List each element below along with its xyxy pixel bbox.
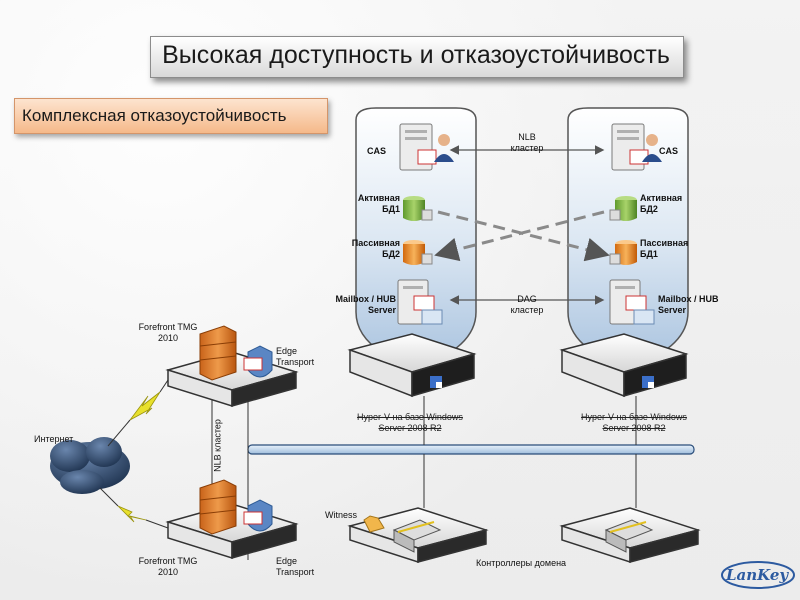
title-banner [150,36,684,78]
active-db2-label: Активная БД2 [640,193,683,214]
logo-swoosh [721,561,795,589]
mailbox-server-left-icon [397,279,443,325]
firewall-top-icon [199,325,237,381]
passive-db2-label: Пассивная БД2 [351,238,400,259]
passive-db1-icon [609,240,637,265]
cas-server-left-icon [399,123,454,171]
edge-top-label: Edge Transport [276,346,315,367]
firewall-bottom-icon [199,479,237,535]
wan-link-bottom [99,487,119,507]
wan-link-top-2 [159,379,169,393]
hyperv-host-right-icon [559,333,689,398]
passive-db1-label: Пассивная БД1 [640,238,689,259]
network-bus [247,444,695,455]
lankey-logo: LanKey [726,566,789,584]
active-db2-icon [609,196,637,221]
passive-db2-icon [403,240,433,265]
mailbox-server-right-icon [609,279,655,325]
lightning-bottom-icon [117,505,147,523]
witness-folder-icon [363,515,385,533]
witness-label: Witness [325,510,358,520]
cas-right-label: CAS [659,146,679,156]
cas-left-label: CAS [367,146,387,156]
witness-server-icon [347,507,489,564]
domain-controllers-label: Контроллеры домена [476,558,567,568]
slide-subtitle: Комплексная отказоустойчивость [22,106,287,125]
edge-bottom-label: Edge Transport [276,556,315,577]
cas-server-right-icon [611,123,662,171]
mailbox-left-label: Mailbox / HUB Server [335,294,396,315]
edge-shield-bottom-icon [243,499,273,532]
nlb-top-label: NLB кластер [510,132,544,153]
wan-link-bottom-2 [145,519,169,529]
active-db1-icon [403,196,433,221]
internet-label: Интернет [34,434,74,444]
mailbox-right-label: Mailbox / HUB Server [658,294,719,315]
tmg-bottom-label: Forefront TMG 2010 [138,556,198,577]
dag-label: DAG кластер [510,294,544,315]
wan-link-top [107,419,131,447]
lightning-top-icon [129,391,161,421]
edge-shield-top-icon [243,345,273,378]
nlb-vertical-label: NLB кластер [212,419,223,472]
internet-cloud-icon [50,437,130,494]
hyperv-right-label: Hyper-V на базе Windows Server 2008 R2 [581,412,687,433]
domain-controller-server-icon [559,507,701,564]
subtitle-banner [14,98,328,134]
tmg-top-label: Forefront TMG 2010 [138,322,198,343]
hyperv-left-label: Hyper-V на базе Windows Server 2008 R2 [357,412,463,433]
slide-title: Высокая доступность и отказоустойчивость [162,41,670,69]
active-db1-label: Активная БД1 [357,193,400,214]
hyperv-host-left-icon [347,333,477,398]
replication-arrow-2 [434,210,605,262]
